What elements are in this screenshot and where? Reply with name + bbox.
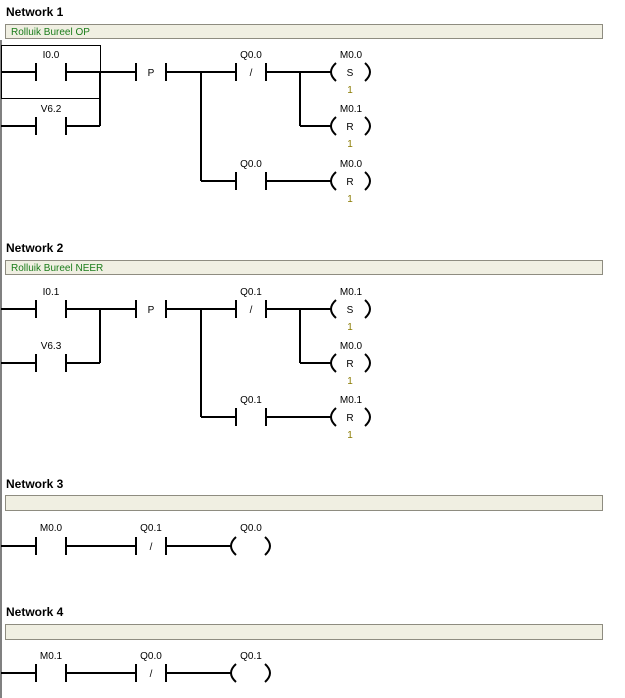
network-1: Network 1 Rolluik Bureel OP I0.0 V6.2 P: [1, 5, 603, 205]
coil-count: 1: [347, 85, 353, 96]
contact-m0-0[interactable]: M0.0: [1, 523, 67, 555]
network-2-comment-box[interactable]: [5, 260, 603, 275]
edge-label: P: [148, 68, 155, 79]
coil-q0-1[interactable]: Q0.1: [230, 651, 271, 683]
contact-label: Q0.1: [240, 395, 262, 406]
coil-label: M0.0: [340, 159, 363, 170]
contact-label: M0.1: [40, 651, 63, 662]
no-contact-q0-1[interactable]: Q0.1: [235, 395, 267, 426]
contact-label: V6.2: [41, 104, 62, 115]
coil-reset-m0-1[interactable]: R M0.1 1: [330, 395, 371, 441]
network-2-title: Network 2: [6, 241, 64, 255]
contact-label: I0.1: [43, 287, 60, 298]
coil-type: R: [346, 177, 353, 188]
contact-label: M0.0: [40, 523, 63, 534]
coil-type: R: [346, 122, 353, 133]
network-3: Network 3 M0.0 / Q0.1 Q0.0: [1, 477, 603, 556]
contact-label: Q0.0: [240, 50, 262, 61]
coil-set-m0-0[interactable]: S M0.0 1: [330, 50, 371, 96]
no-contact-q0-0[interactable]: Q0.0: [235, 159, 267, 190]
coil-label: M0.1: [340, 287, 363, 298]
network-1-title: Network 1: [6, 5, 64, 19]
contact-v6-3[interactable]: V6.3: [1, 341, 100, 372]
coil-label: Q0.0: [240, 523, 262, 534]
nc-contact-q0-1[interactable]: / Q0.1: [135, 523, 167, 555]
coil-label: M0.0: [340, 50, 363, 61]
coil-label: M0.0: [340, 341, 363, 352]
coil-type: S: [347, 305, 354, 316]
network-4: Network 4 M0.1 / Q0.0 Q0.1: [1, 605, 603, 683]
contact-m0-1[interactable]: M0.1: [1, 651, 67, 682]
contact-v6-2[interactable]: V6.2: [1, 104, 100, 135]
contact-label: I0.0: [43, 50, 60, 61]
network-1-comment-box[interactable]: [5, 24, 603, 39]
coil-type: S: [347, 68, 354, 79]
coil-set-m0-1[interactable]: S M0.1 1: [330, 287, 371, 333]
network-3-comment-box[interactable]: [5, 495, 603, 511]
network-3-title: Network 3: [6, 477, 64, 491]
contact-i0-0[interactable]: I0.0: [1, 50, 100, 81]
contact-i0-1[interactable]: I0.1: [1, 287, 100, 318]
network-4-title: Network 4: [6, 605, 64, 619]
nc-symbol: /: [250, 68, 253, 79]
coil-reset-m0-0[interactable]: R M0.0 1: [330, 341, 371, 387]
contact-label: Q0.0: [240, 159, 262, 170]
contact-label: Q0.1: [140, 523, 162, 534]
coil-count: 1: [347, 430, 353, 441]
coil-reset-m0-0[interactable]: R M0.0 1: [330, 159, 371, 205]
coil-count: 1: [347, 139, 353, 150]
network-1-comment: Rolluik Bureel OP: [11, 27, 90, 38]
nc-symbol: /: [250, 305, 253, 316]
edge-label: P: [148, 305, 155, 316]
nc-symbol: /: [150, 669, 153, 680]
contact-label: V6.3: [41, 341, 62, 352]
contact-label: Q0.1: [240, 287, 262, 298]
coil-q0-0[interactable]: Q0.0: [230, 523, 271, 556]
coil-type: R: [346, 359, 353, 370]
coil-label: M0.1: [340, 395, 363, 406]
nc-contact-q0-0[interactable]: / Q0.0: [135, 651, 167, 682]
coil-count: 1: [347, 194, 353, 205]
coil-label: M0.1: [340, 104, 363, 115]
coil-label: Q0.1: [240, 651, 262, 662]
positive-edge-contact[interactable]: P: [135, 63, 167, 81]
nc-symbol: /: [150, 542, 153, 553]
network-4-comment-box[interactable]: [5, 624, 603, 640]
contact-label: Q0.0: [140, 651, 162, 662]
coil-count: 1: [347, 376, 353, 387]
coil-type: R: [346, 413, 353, 424]
positive-edge-contact[interactable]: P: [135, 300, 167, 318]
coil-count: 1: [347, 322, 353, 333]
nc-contact-q0-1[interactable]: / Q0.1: [235, 287, 267, 318]
nc-contact-q0-0[interactable]: / Q0.0: [235, 50, 267, 81]
network-2: Network 2 Rolluik Bureel NEER I0.1 V6.3 …: [1, 241, 603, 441]
coil-reset-m0-1[interactable]: R M0.1 1: [330, 104, 371, 150]
network-2-comment: Rolluik Bureel NEER: [11, 263, 103, 274]
